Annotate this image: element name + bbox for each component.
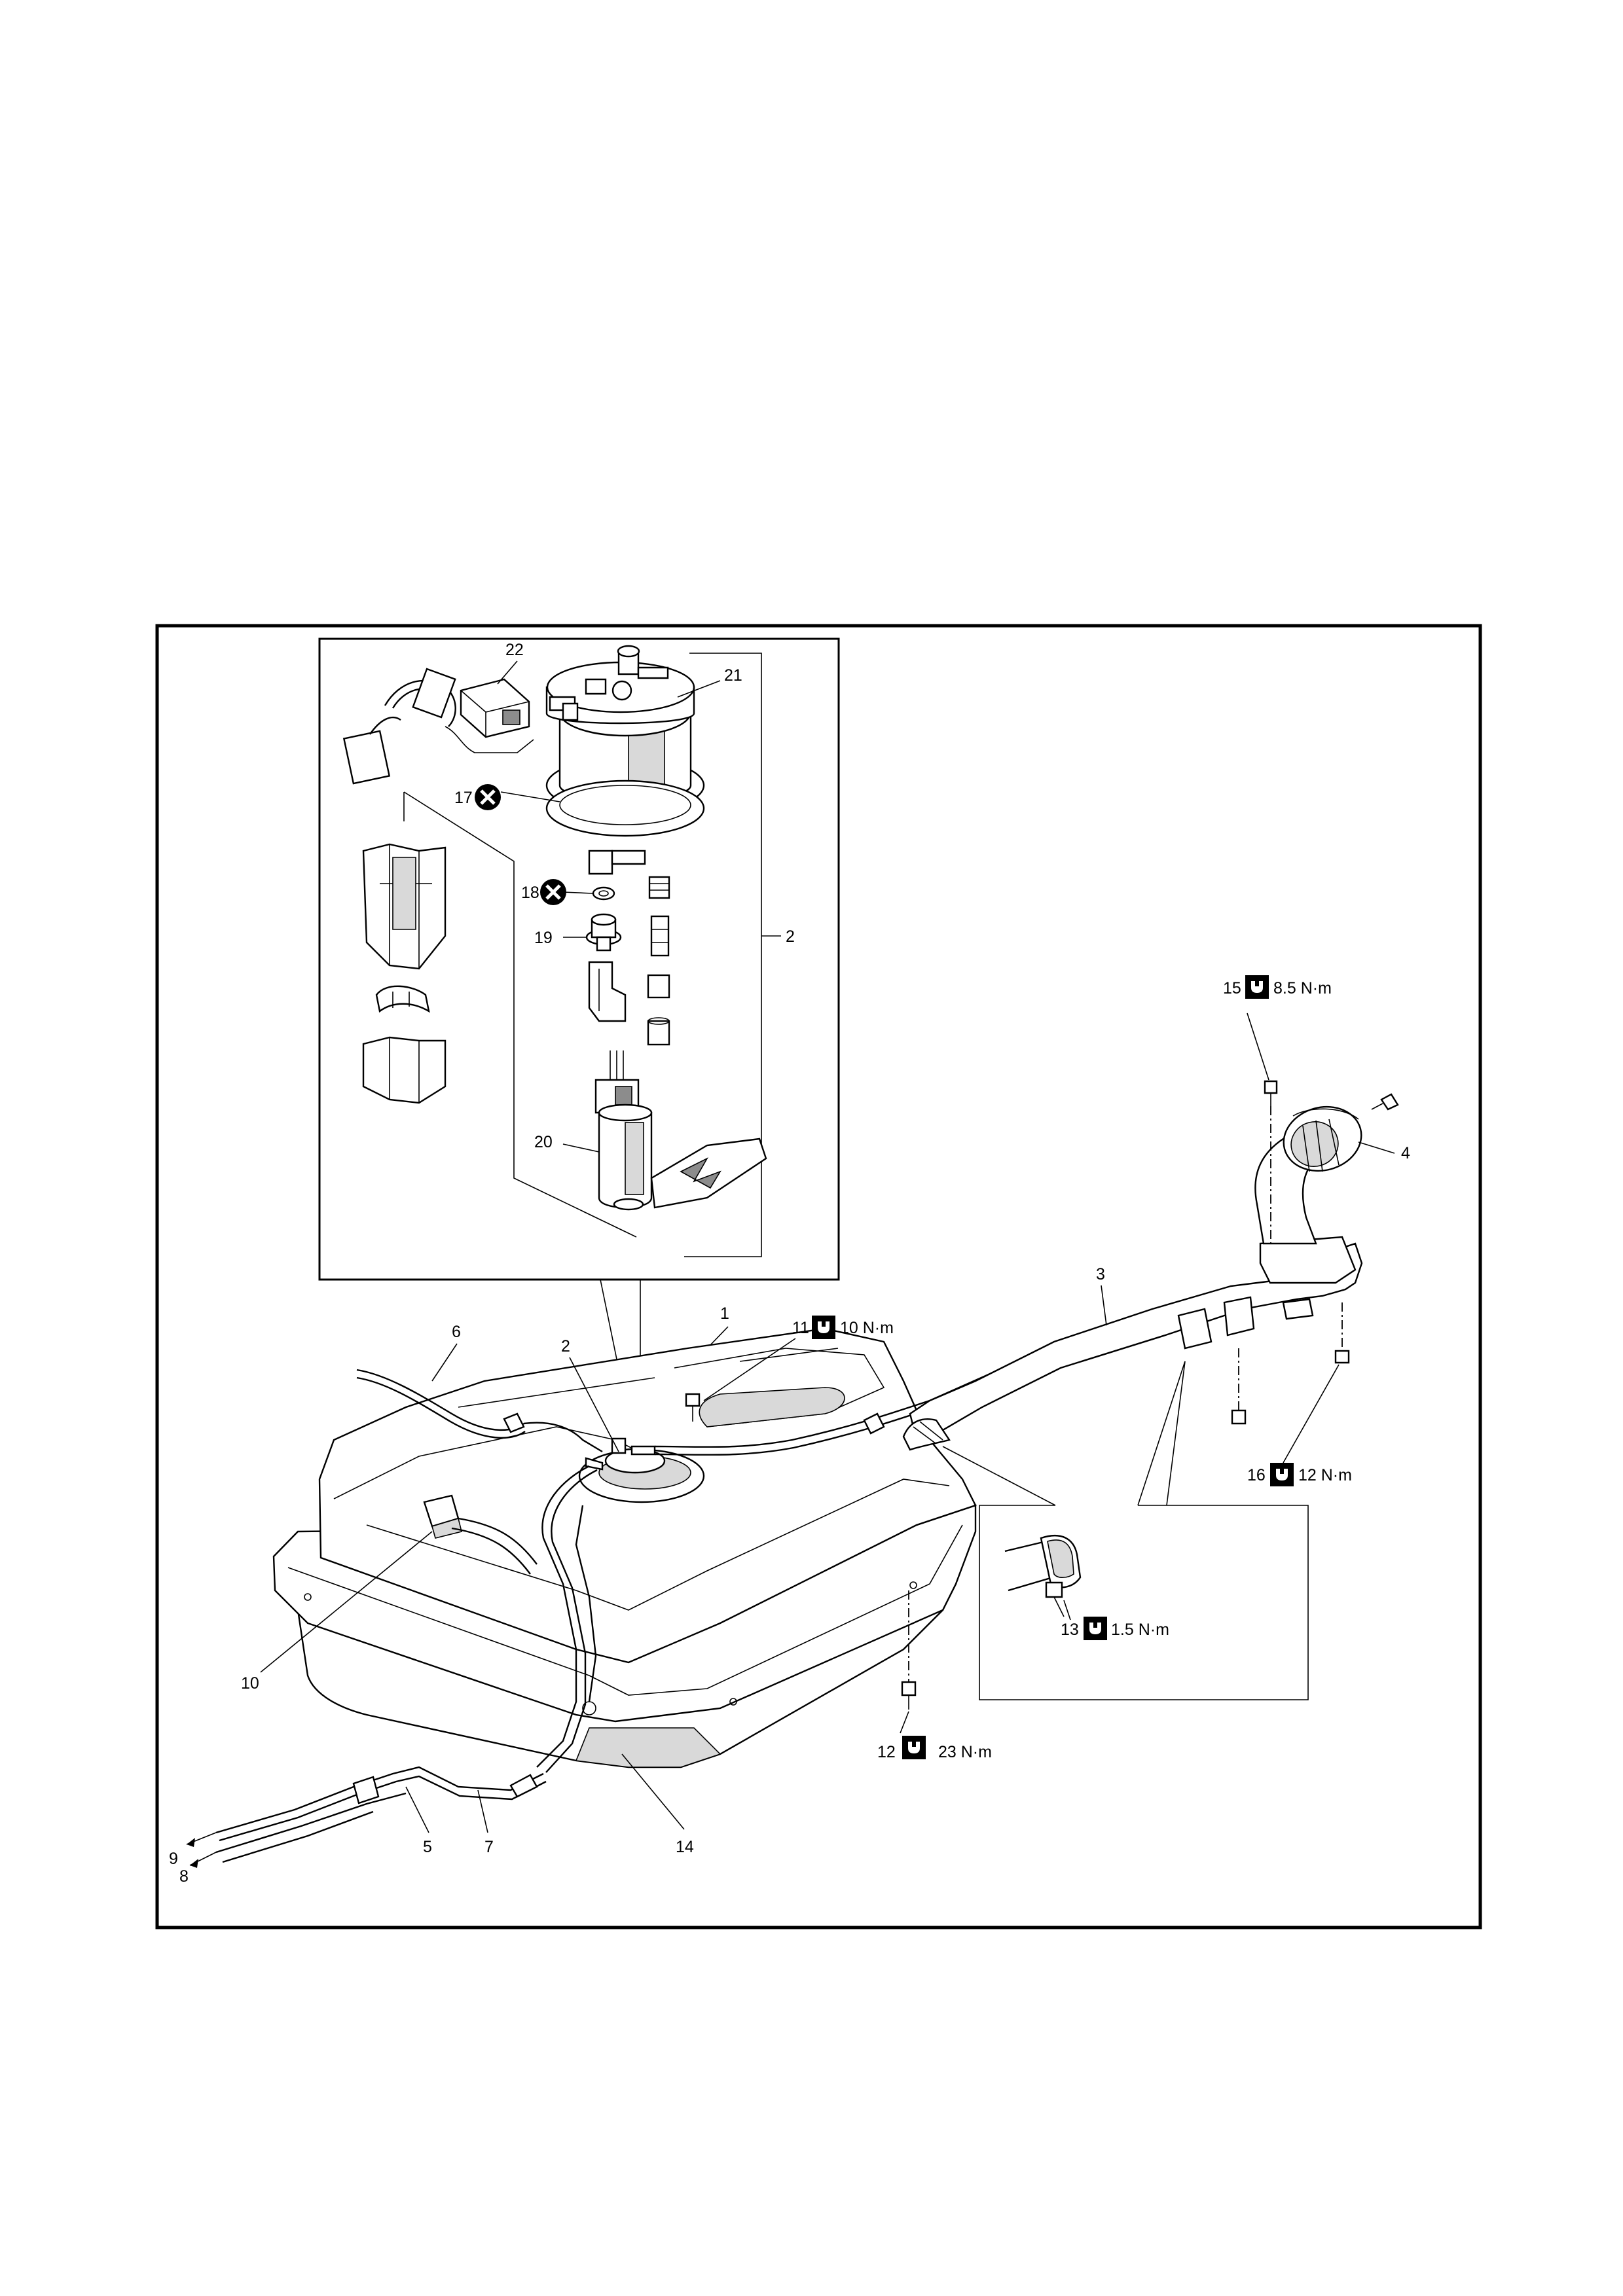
leader-15 [1247,1013,1269,1080]
pump-gasket [547,781,704,836]
leader-16 [1283,1365,1339,1463]
nut-16 [1336,1302,1349,1363]
leader-3 [1101,1285,1106,1325]
torque-15: 8.5 N·m [1273,979,1332,997]
callout-20: 20 [534,1133,553,1151]
callout-13: 13 [1061,1621,1079,1639]
callout-5: 5 [423,1838,432,1856]
arrow-8 [190,1859,198,1868]
callout-6: 6 [452,1323,461,1341]
callout-22: 22 [505,641,524,659]
callout-2: 2 [561,1337,570,1355]
callout-14: 14 [676,1838,694,1856]
arrow-9 [187,1838,195,1847]
leader-4 [1359,1142,1395,1153]
callout-18: 18 [521,884,539,902]
callout-7: 7 [484,1838,494,1856]
leader-13 [1064,1600,1070,1620]
pump-bracket-lower [363,1037,445,1103]
fuel-pump-inset: 22 21 2 17 18 19 20 [319,639,839,1280]
callout-2-inset: 2 [786,927,795,946]
callout-17: 17 [454,789,473,807]
torque-wrench-icon [1245,975,1269,999]
do-not-reuse-x-icon [475,784,501,810]
callout-19: 19 [534,929,553,947]
leader-5 [406,1787,429,1833]
fuel-tank [274,1329,976,1767]
callout-11: 11 [792,1319,809,1337]
torque-wrench-icon [1084,1617,1107,1640]
callout-1: 1 [720,1304,729,1323]
callout-16: 16 [1247,1466,1266,1484]
do-not-reuse-x-icon [540,879,566,905]
callout-10: 10 [241,1674,259,1693]
torque-wrench-icon [1270,1463,1294,1486]
callout-12: 12 [877,1743,896,1761]
pump-bracket-upper [363,844,445,969]
clamp-detail [943,1361,1308,1700]
leader-6 [432,1344,457,1381]
nut-near-16 [1232,1348,1245,1424]
torque-12: 23 N·m [938,1743,992,1761]
leader-12 [900,1712,909,1733]
callout-21: 21 [724,666,742,685]
o-ring [593,888,614,899]
torque-wrench-icon [902,1736,926,1759]
torque-11: 10 N·m [840,1319,894,1337]
torque-wrench-icon [812,1316,835,1339]
filler-neck [903,1094,1398,1450]
callout-3: 3 [1096,1265,1105,1283]
callout-9: 9 [169,1850,178,1868]
callout-15: 15 [1223,979,1241,997]
torque-13: 1.5 N·m [1111,1621,1169,1639]
callout-8: 8 [179,1867,189,1886]
callout-4: 4 [1401,1144,1410,1162]
torque-16: 12 N·m [1298,1466,1352,1484]
leader-7 [478,1790,488,1833]
